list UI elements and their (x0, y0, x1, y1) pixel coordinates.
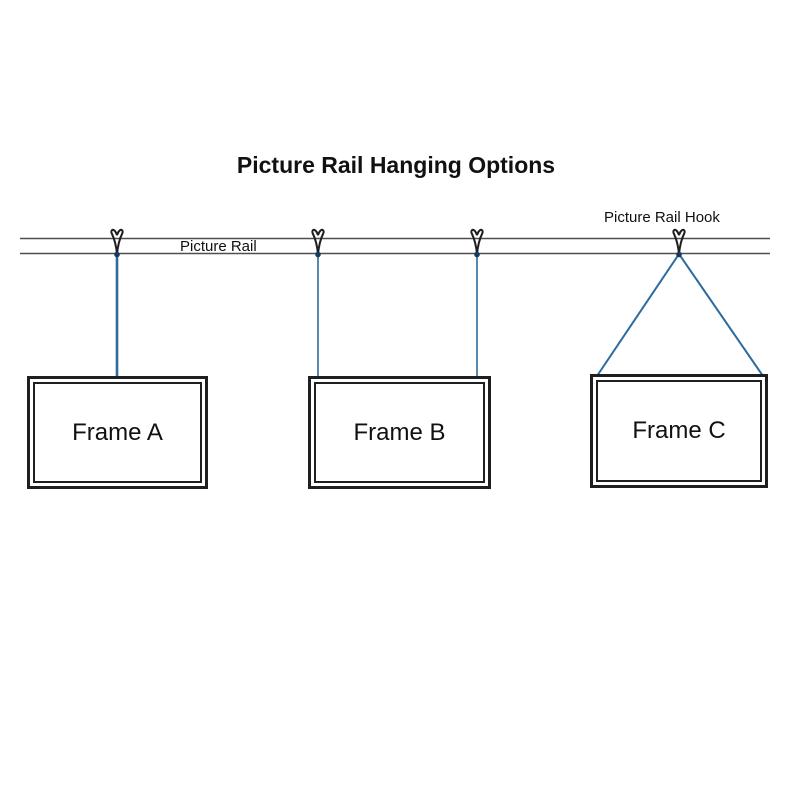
frame-c-label: Frame C (632, 417, 726, 444)
picture-rail-label: Picture Rail (180, 238, 257, 255)
frame-b-inner-border: Frame B (314, 382, 485, 483)
frame-c: Frame C (590, 374, 768, 488)
frame-a-inner-border: Frame A (33, 382, 202, 483)
wire-frame-c-left (596, 253, 680, 377)
frame-b: Frame B (308, 376, 491, 489)
picture-rail-hook-label: Picture Rail Hook (604, 209, 720, 226)
wire-frame-c-right (678, 253, 764, 377)
frame-b-label: Frame B (353, 418, 446, 446)
frame-c-inner-border: Frame C (596, 380, 762, 482)
page-title: Picture Rail Hanging Options (236, 152, 556, 178)
frame-a-label: Frame A (72, 418, 163, 446)
frame-a: Frame A (27, 376, 208, 489)
